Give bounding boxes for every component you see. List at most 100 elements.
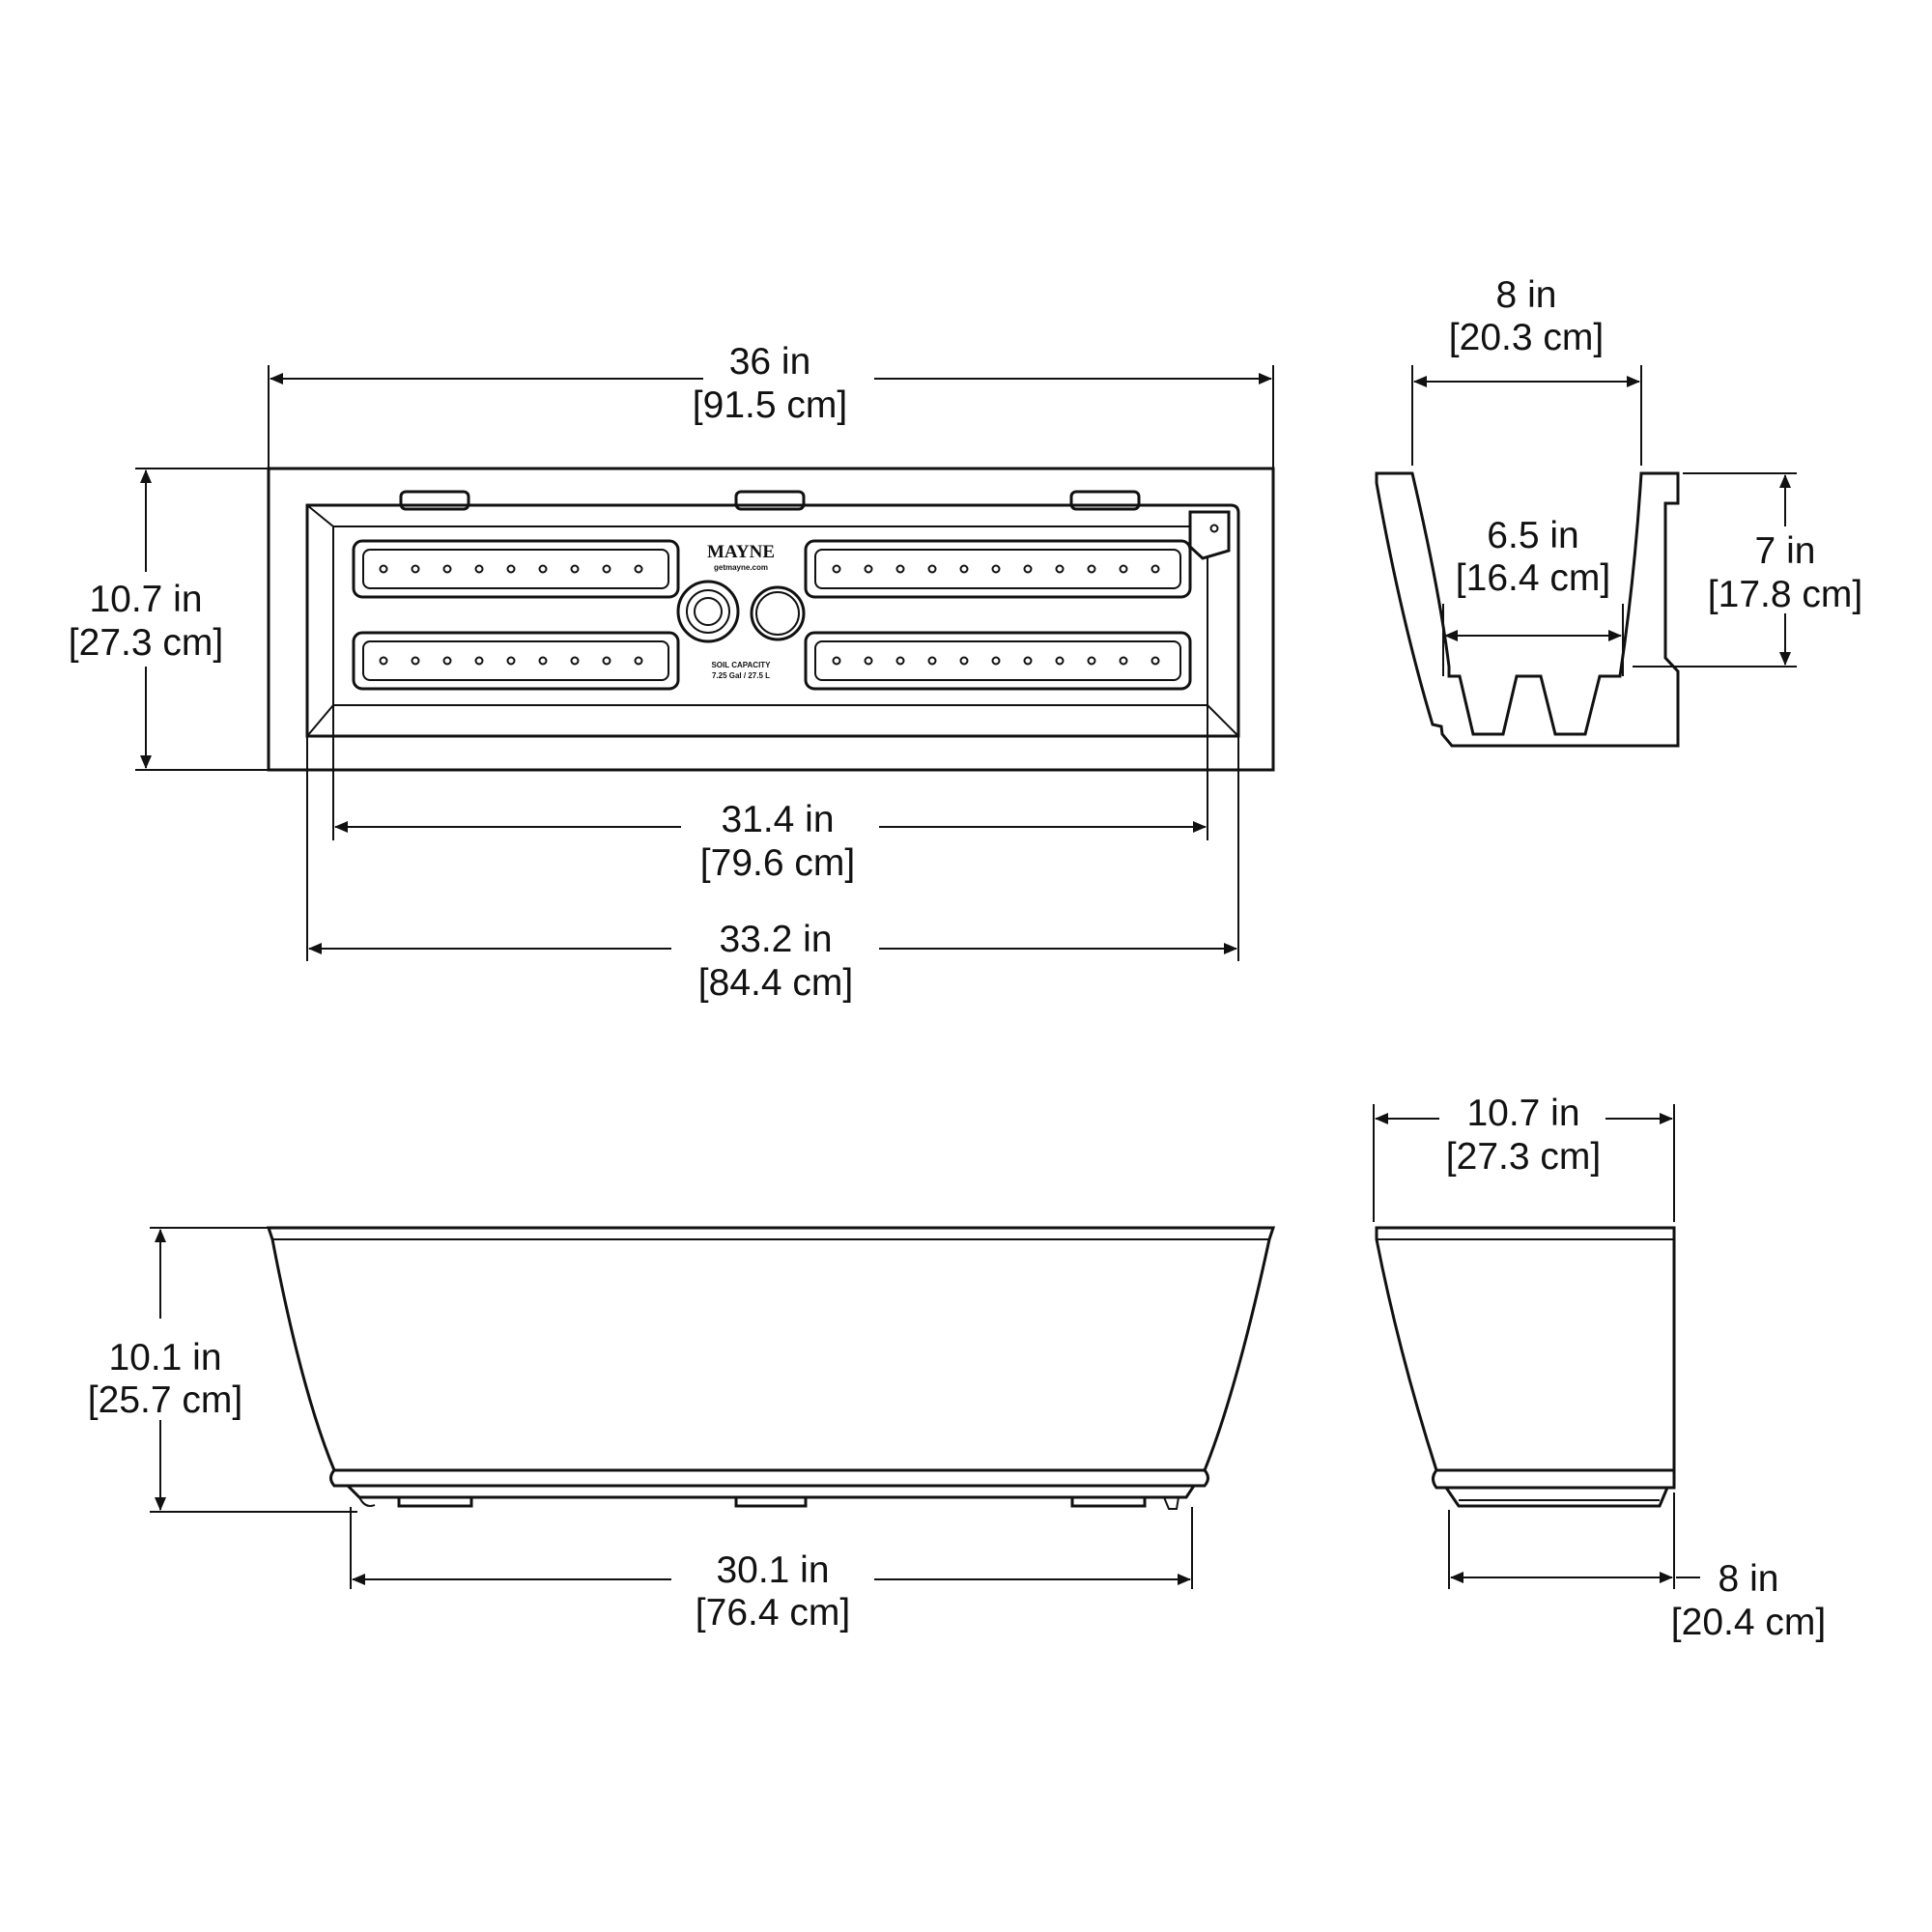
foot-center [734,1495,808,1508]
foot-left [397,1495,473,1508]
side-view: 10.7 in [27.3 cm] 8 in [20.4 cm] [1373,1093,1826,1643]
svg-text:[27.3 cm]: [27.3 cm] [69,622,223,664]
svg-text:30.1 in: 30.1 in [716,1549,829,1591]
brand-website: getmayne.com [714,563,768,572]
front-view-body [266,1226,1276,1472]
drainage-hole [506,656,516,666]
drainage-hole [1151,656,1160,666]
drainage-hole [895,564,905,574]
cross-section-view: 8 in [20.3 cm] 6.5 in [16.4 cm] 7 in [17… [1375,274,1862,748]
svg-text:36 in: 36 in [729,341,811,383]
overflow-hole [750,585,806,641]
drainage-hole [602,564,611,574]
svg-text:7 in: 7 in [1755,530,1816,572]
svg-text:[25.7 cm]: [25.7 cm] [88,1379,242,1421]
front-view: 10.1 in [25.7 cm] 30.1 in [76.4 cm] [88,1226,1276,1634]
soil-capacity-label: SOIL CAPACITY [711,661,771,669]
drainage-hole [474,564,484,574]
drainage-hole [991,656,1001,666]
drainage-hole [1119,564,1128,574]
svg-text:[27.3 cm]: [27.3 cm] [1446,1136,1601,1178]
drainage-hole [991,564,1001,574]
dim-outer-inner-length: 33.2 in [84.4 cm] [306,736,1239,1004]
drainage-hole [538,564,548,574]
water-channels [352,539,1192,691]
drainage-hole [927,564,937,574]
drainage-hole [474,656,484,666]
drainage-hole [1055,656,1065,666]
drainage-hole [634,656,643,666]
dim-side-top-width: 10.7 in [27.3 cm] [1373,1093,1675,1222]
side-view-body [1375,1226,1676,1472]
dim-section-depth: 7 in [17.8 cm] [1633,472,1862,668]
drainage-hole [1087,656,1096,666]
brand-logo: MAYNE [707,542,775,562]
drainage-hole [927,656,937,666]
drainage-hole [634,564,643,574]
top-view-outer-rim [267,467,1275,772]
svg-text:[84.4 cm]: [84.4 cm] [698,962,853,1004]
dim-front-height: 10.1 in [25.7 cm] [88,1227,357,1513]
svg-text:31.4 in: 31.4 in [721,799,834,840]
drainage-hole [379,564,388,574]
drainage-hole [411,656,420,666]
drainage-hole [959,656,969,666]
svg-text:[16.4 cm]: [16.4 cm] [1456,557,1610,599]
side-view-base-lip [1432,1468,1676,1490]
svg-text:10.7 in: 10.7 in [89,579,202,620]
inner-basin-outline [305,503,1240,738]
drainage-hole [864,564,873,574]
front-view-base [344,1484,1197,1499]
drainage-hole [1023,564,1033,574]
svg-text:8 in: 8 in [1719,1558,1779,1600]
channel-top-right [804,539,1192,599]
drainage-hole [832,564,841,574]
svg-text:[91.5 cm]: [91.5 cm] [693,384,847,426]
drainage-hole [1119,656,1128,666]
svg-text:8 in: 8 in [1496,274,1557,316]
channel-bottom-right [804,631,1192,691]
svg-text:10.7 in: 10.7 in [1466,1093,1579,1134]
dim-top-depth: 10.7 in [27.3 cm] [69,468,269,771]
drainage-hole [832,656,841,666]
side-view-base [1443,1486,1670,1508]
drainage-hole [1151,564,1160,574]
drainage-hole [895,656,905,666]
svg-text:[20.4 cm]: [20.4 cm] [1671,1602,1826,1643]
drainage-hole [411,564,420,574]
svg-text:[17.8 cm]: [17.8 cm] [1708,574,1862,615]
drainage-hole [570,564,580,574]
svg-text:33.2 in: 33.2 in [719,919,832,960]
svg-text:[76.4 cm]: [76.4 cm] [696,1592,850,1634]
dim-side-base-width: 8 in [20.4 cm] [1448,1492,1826,1643]
svg-text:[79.6 cm]: [79.6 cm] [700,842,855,884]
drainage-hole [506,564,516,574]
channel-top-left [352,539,680,599]
drainage-hole [538,656,548,666]
drainage-hole [1055,564,1065,574]
top-view: MAYNE getmayne.com SOIL CAPACITY 7.25 Ga… [69,341,1275,1004]
soil-capacity-value: 7.25 Gal / 27.5 L [712,671,770,680]
fill-port [1188,510,1231,560]
dim-section-top-width: 8 in [20.3 cm] [1411,274,1642,466]
drainage-hole [602,656,611,666]
dim-top-width: 36 in [91.5 cm] [268,341,1274,469]
cross-section-profile [1375,471,1680,748]
drainage-hole [959,564,969,574]
dim-front-base-length: 30.1 in [76.4 cm] [350,1507,1193,1634]
drainage-hole [1023,656,1033,666]
front-view-base-lip [329,1468,1209,1488]
drainage-hole [379,656,388,666]
dim-section-inner-width: 6.5 in [16.4 cm] [1442,515,1624,676]
drainage-hole [864,656,873,666]
drainage-hole [442,564,452,574]
drain-ring-outer [676,580,740,643]
drainage-hole [442,656,452,666]
channel-bottom-left [352,631,680,691]
svg-text:10.1 in: 10.1 in [108,1337,221,1378]
foot-right [1070,1495,1147,1508]
drainage-hole [1087,564,1096,574]
svg-text:[20.3 cm]: [20.3 cm] [1449,317,1604,358]
dim-inner-length: 31.4 in [79.6 cm] [332,705,1208,884]
